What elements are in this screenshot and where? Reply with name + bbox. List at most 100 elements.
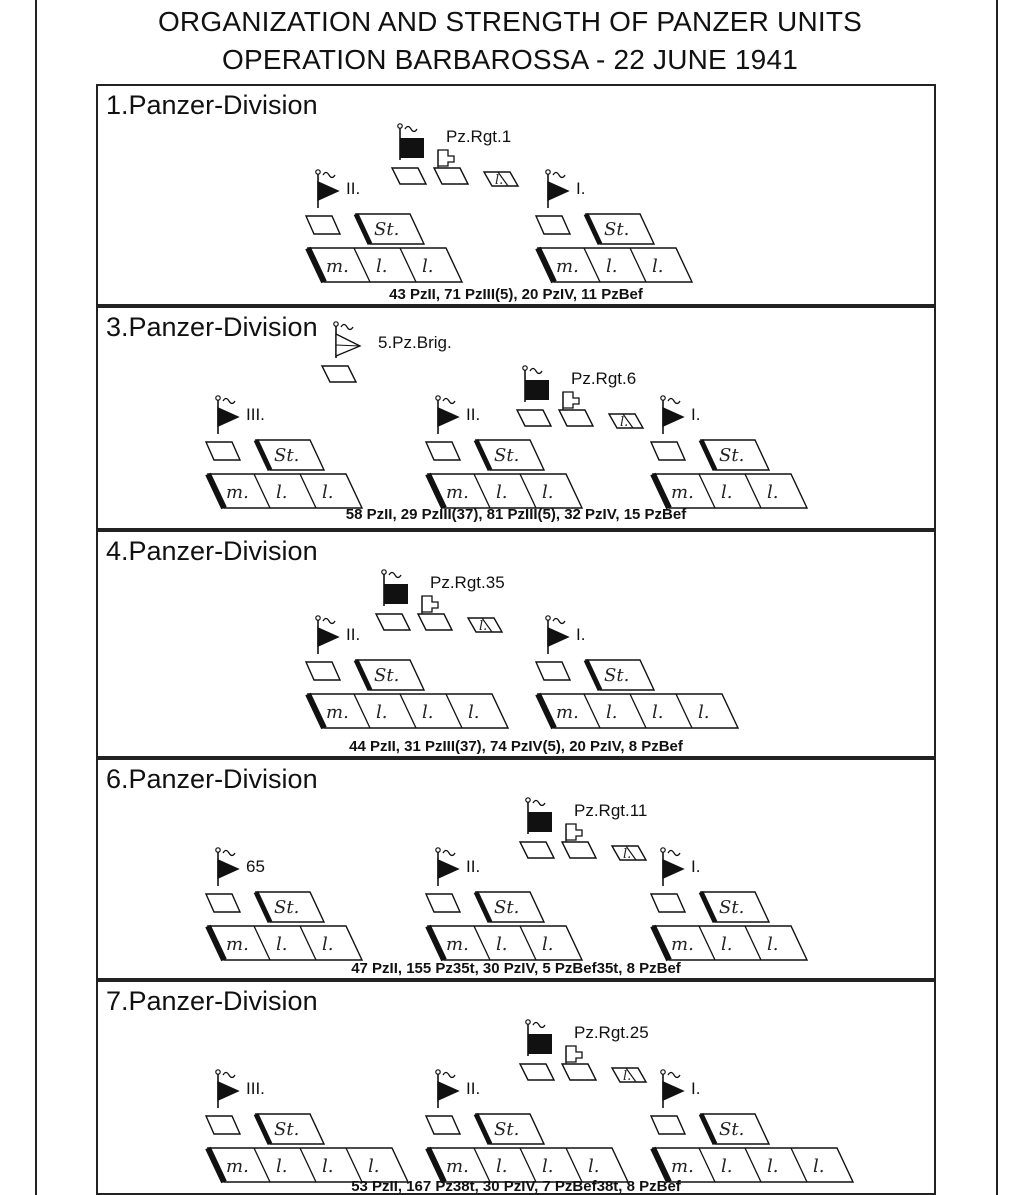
- flag-pole-knob: [315, 615, 321, 621]
- light-platoon-label: l.: [620, 415, 628, 430]
- staff-company-label: St.: [274, 1119, 299, 1140]
- company-divider: [253, 1147, 271, 1183]
- org-chart: Pz.Rgt.25l.III.St.m.l.l.l.II.St.m.l.l.l.…: [204, 1019, 855, 1184]
- light-company-label: l.: [767, 1156, 778, 1177]
- company-divider: [399, 247, 417, 283]
- pennant-flag: [437, 406, 460, 428]
- battalion-label: II.: [466, 857, 480, 876]
- battalion-hq-box: [304, 215, 342, 235]
- light-company-label: l.: [496, 482, 507, 503]
- regiment-hq-group: Pz.Rgt.6l.: [515, 365, 645, 430]
- brigade-hq-group: 5.Pz.Brig.: [320, 321, 452, 383]
- flag-pole-knob: [660, 847, 666, 853]
- battalion-label: I.: [691, 405, 700, 424]
- staff-company-bar: [473, 890, 493, 924]
- battalion-group: II.St.m.l.l.: [424, 395, 584, 510]
- battalion-label: III.: [246, 405, 265, 424]
- company-divider: [299, 925, 317, 961]
- light-company-label: l.: [376, 256, 387, 277]
- flag-pole-knob: [522, 365, 528, 371]
- staff-company-label: St.: [719, 445, 744, 466]
- company-divider: [473, 925, 491, 961]
- flag-pole-knob: [660, 1069, 666, 1075]
- wavy-line: [322, 171, 336, 179]
- pennant-flag: [317, 626, 340, 648]
- heavy-company-label: m.: [556, 256, 579, 277]
- light-company-label: l.: [652, 702, 663, 723]
- wavy-line: [222, 1071, 236, 1079]
- company-row-bar: [650, 1146, 672, 1184]
- flag-pole-knob: [525, 1019, 531, 1025]
- wavy-line: [667, 849, 681, 857]
- light-company-label: l.: [468, 702, 479, 723]
- wavy-line: [442, 397, 456, 405]
- signal-icon: [562, 391, 580, 409]
- staff-company-label: St.: [719, 1119, 744, 1140]
- staff-company-label: St.: [604, 665, 629, 686]
- org-chart: Pz.Rgt.6l.5.Pz.Brig.III.St.m.l.l.II.St.m…: [204, 321, 809, 510]
- regiment-hq-box: [374, 613, 412, 631]
- signal-icon: [437, 149, 455, 167]
- light-company-label: l.: [322, 482, 333, 503]
- light-company-label: l.: [422, 702, 433, 723]
- light-company-label: l.: [376, 702, 387, 723]
- company-row-bar: [205, 1146, 227, 1184]
- division-name: 1.Panzer-Division: [106, 90, 318, 120]
- battalion-hq-box: [304, 661, 342, 681]
- company-row-bar: [650, 924, 672, 962]
- page-frame: [35, 0, 998, 1195]
- staff-company-label: St.: [374, 219, 399, 240]
- battalion-label: III.: [246, 1079, 265, 1098]
- company-divider: [675, 693, 693, 729]
- staff-company-label: St.: [494, 1119, 519, 1140]
- staff-company-label: St.: [374, 665, 399, 686]
- battalion-hq-box: [424, 893, 462, 913]
- company-divider: [253, 925, 271, 961]
- company-row-bar: [535, 692, 557, 730]
- flag-pole-knob: [525, 797, 531, 803]
- regiment-label: Pz.Rgt.25: [574, 1023, 649, 1042]
- company-divider: [629, 693, 647, 729]
- signal-platoon-box: [557, 409, 595, 427]
- regiment-hq-box: [518, 1063, 556, 1081]
- org-chart: Pz.Rgt.1l.II.St.m.l.l.I.St.m.l.l.: [304, 123, 694, 284]
- battalion-group: II.St.m.l.l.l.: [304, 615, 510, 730]
- light-platoon-divider: [622, 413, 634, 429]
- signal-platoon-box: [560, 841, 598, 859]
- company-divider: [519, 1147, 537, 1183]
- flag-pole-knob: [215, 395, 221, 401]
- light-company-label: l.: [276, 1156, 287, 1177]
- battalion-group: III.St.m.l.l.l.: [204, 1069, 410, 1184]
- regiment-flag: [528, 812, 552, 832]
- staff-company-bar: [698, 890, 718, 924]
- battalion-hq-box: [424, 1115, 462, 1135]
- battalion-group: I.St.m.l.l.l.: [534, 615, 740, 730]
- company-divider: [565, 1147, 583, 1183]
- wavy-line: [552, 171, 566, 179]
- heavy-company-label: m.: [326, 702, 349, 723]
- light-company-label: l.: [698, 702, 709, 723]
- heavy-company-label: m.: [671, 1156, 694, 1177]
- staff-company-label: St.: [494, 445, 519, 466]
- battalion-group: I.St.m.l.l.l.: [649, 1069, 855, 1184]
- company-divider: [744, 1147, 762, 1183]
- battalion-label: I.: [576, 179, 585, 198]
- division-name: 7.Panzer-Division: [106, 986, 318, 1016]
- tank-strength: 47 PzII, 155 Pz35t, 30 PzIV, 5 PzBef35t,…: [351, 960, 681, 977]
- staff-company-bar: [473, 1112, 493, 1146]
- staff-company-label: St.: [274, 897, 299, 918]
- light-company-label: l.: [542, 482, 553, 503]
- company-divider: [583, 693, 601, 729]
- light-company-label: l.: [606, 256, 617, 277]
- brigade-pennant-line: [335, 344, 361, 347]
- signal-icon: [565, 823, 583, 841]
- battalion-group: I.St.m.l.l.: [649, 847, 809, 962]
- light-platoon-label: l.: [623, 847, 631, 862]
- staff-company-label: St.: [719, 897, 744, 918]
- light-company-label: l.: [767, 934, 778, 955]
- heavy-company-label: m.: [446, 1156, 469, 1177]
- flag-pole-knob: [397, 123, 403, 129]
